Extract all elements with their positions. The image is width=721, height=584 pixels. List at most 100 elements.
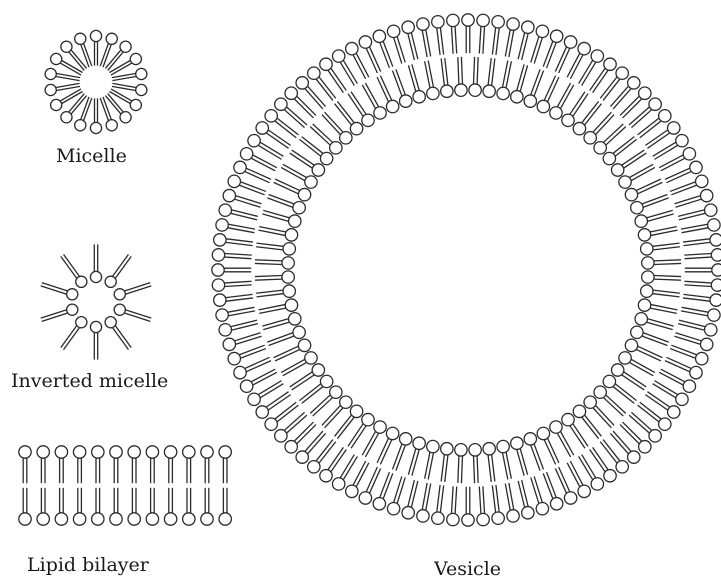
lipid-head — [51, 53, 62, 64]
lipid-tail — [408, 65, 415, 91]
lipid-tail — [461, 57, 462, 84]
lipid-head — [212, 279, 224, 291]
lipid-tail — [654, 263, 681, 264]
lipid-tail — [294, 99, 313, 118]
lipid-head — [332, 478, 344, 490]
lipid-tail — [255, 263, 282, 264]
lipid-head — [362, 114, 374, 126]
lipid-tail — [325, 112, 343, 132]
vesicle-inner-lipid — [642, 271, 681, 283]
lipid-tail — [232, 210, 258, 216]
lipid-head — [228, 175, 240, 187]
lipid-head — [219, 324, 231, 336]
lipid-tail — [640, 402, 661, 419]
vesicle-outer-lipid — [447, 486, 459, 525]
lipid-tail — [685, 257, 712, 259]
lipid-head — [296, 77, 308, 89]
bilayer-bottom-lipid — [73, 488, 85, 525]
lipid-head — [234, 366, 246, 378]
lipid-tail — [676, 333, 702, 341]
lipid-head — [690, 366, 702, 378]
lipid-head — [603, 152, 615, 164]
inverted-micelle-lipid — [61, 254, 87, 287]
micelle-lipid — [90, 30, 101, 65]
lipid-head — [73, 446, 85, 458]
vesicle-inner-lipid — [290, 150, 325, 176]
lipid-tail — [302, 137, 323, 154]
vesicle-outer-lipid — [620, 422, 651, 453]
lipid-head — [214, 294, 226, 306]
lipid-head — [283, 285, 295, 297]
lipid-tail — [603, 79, 620, 100]
lipid-tail — [440, 28, 443, 55]
lipid-head — [228, 352, 240, 364]
vesicle-inner-lipid — [259, 227, 298, 241]
lipid-tail — [69, 94, 84, 112]
bilayer-bottom-lipid — [201, 488, 213, 525]
lipid-tail — [455, 487, 457, 514]
lipid-head — [359, 492, 371, 504]
lipid-head — [711, 249, 721, 261]
vesicle-outer-lipid — [462, 14, 474, 53]
lipid-head — [616, 461, 628, 473]
lipid-head — [594, 142, 606, 154]
lipid-tail — [263, 322, 289, 329]
lipid-head — [578, 485, 590, 497]
lipid-tail — [653, 294, 680, 297]
lipid-head — [631, 202, 643, 214]
bilayer-top-lipid — [19, 446, 31, 483]
lipid-head — [114, 304, 125, 315]
lipid-head — [635, 313, 647, 325]
lipid-tail — [477, 57, 478, 84]
lipid-head — [578, 42, 590, 54]
vesicle-outer-lipid — [212, 279, 251, 291]
lipid-tail — [496, 485, 499, 512]
lipid-tail — [287, 415, 307, 433]
lipid-head — [492, 16, 504, 28]
lipid-head — [386, 427, 398, 439]
lipid-head — [45, 68, 56, 79]
vesicle-inner-lipid — [299, 137, 332, 165]
vesicle-inner-lipid — [441, 58, 453, 97]
vesicle-outer-lipid — [432, 485, 444, 524]
lipid-tail — [412, 450, 419, 476]
lipid-head — [628, 451, 640, 463]
vesicle-outer-lipid — [678, 204, 717, 220]
lipid-tail — [297, 425, 316, 444]
lipid-tail — [319, 77, 336, 98]
lipid-tail — [256, 243, 283, 246]
lipid-head — [312, 364, 324, 376]
lipid-head — [642, 257, 654, 269]
lipid-tail — [678, 210, 704, 216]
lipid-head — [164, 513, 176, 525]
lipid-tail — [474, 456, 475, 483]
lipid-head — [265, 418, 277, 430]
lipid-head — [219, 204, 231, 216]
lipid-tail — [674, 196, 700, 204]
lipid-head — [296, 451, 308, 463]
lipid-head — [275, 430, 287, 442]
lipid-tail — [437, 485, 440, 512]
lipid-tail — [647, 133, 669, 148]
vesicle-inner-lipid — [497, 61, 511, 100]
vesicle-outer-lipid — [518, 21, 534, 60]
bilayer-bottom-lipid — [219, 488, 231, 525]
lipid-tail — [600, 77, 617, 98]
lipid-head — [635, 215, 647, 227]
lipid-head — [76, 276, 87, 287]
lipid-head — [362, 413, 374, 425]
inverted-micelle-lipid — [90, 321, 101, 359]
lipid-head — [705, 204, 717, 216]
lipid-head — [282, 257, 294, 269]
lipid-tail — [683, 298, 710, 301]
lipid-tail — [394, 38, 402, 64]
lipid-head — [61, 41, 72, 52]
lipid-head — [696, 175, 708, 187]
lipid-tail — [226, 294, 253, 297]
lipid-head — [183, 446, 195, 458]
lipid-tail — [310, 127, 330, 145]
lipid-tail — [648, 319, 674, 326]
lipid-tail — [348, 424, 363, 446]
vesicle-inner-lipid — [603, 137, 636, 165]
lipid-tail — [518, 33, 524, 59]
